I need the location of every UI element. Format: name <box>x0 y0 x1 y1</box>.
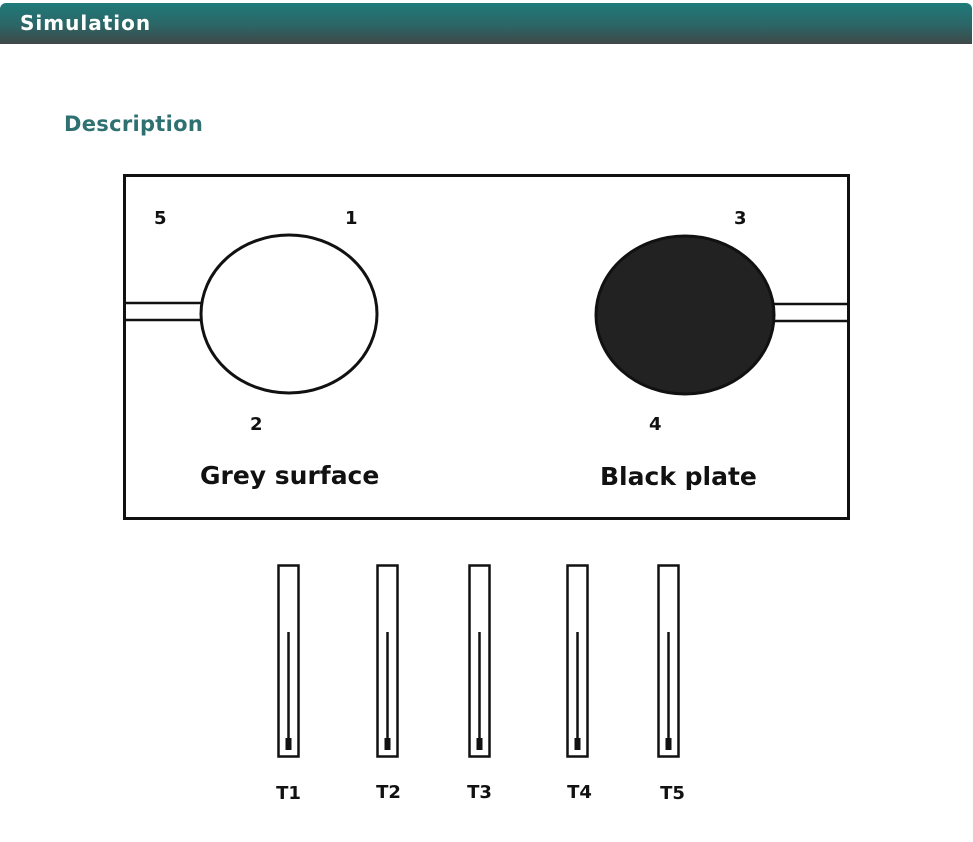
grey-surface-label: Grey surface <box>200 461 379 490</box>
right-pipe <box>770 302 849 323</box>
thermometer-t5 <box>657 564 680 758</box>
black-plate-label: Black plate <box>600 462 757 491</box>
section-title: Description <box>64 112 204 136</box>
point-label-4: 4 <box>649 414 662 435</box>
thermometer-t4 <box>566 564 589 758</box>
point-label-2: 2 <box>250 414 263 435</box>
point-label-1: 1 <box>345 208 358 229</box>
header-title: Simulation <box>20 11 152 35</box>
thermometer-t2 <box>376 564 399 758</box>
thermometer-t1 <box>277 564 300 758</box>
grey-surface-disc <box>199 233 379 395</box>
header-bar: Simulation <box>0 3 972 44</box>
thermometer-t3 <box>468 564 491 758</box>
thermometer-label-t5: T5 <box>660 783 685 804</box>
apparatus-box <box>123 174 850 520</box>
black-plate-disc <box>594 234 776 396</box>
point-label-3: 3 <box>734 208 747 229</box>
thermometer-label-t2: T2 <box>376 782 401 803</box>
point-label-5: 5 <box>154 208 167 229</box>
left-pipe <box>124 301 203 322</box>
thermometer-label-t3: T3 <box>467 782 492 803</box>
thermometer-label-t4: T4 <box>567 782 592 803</box>
thermometer-label-t1: T1 <box>276 783 301 804</box>
